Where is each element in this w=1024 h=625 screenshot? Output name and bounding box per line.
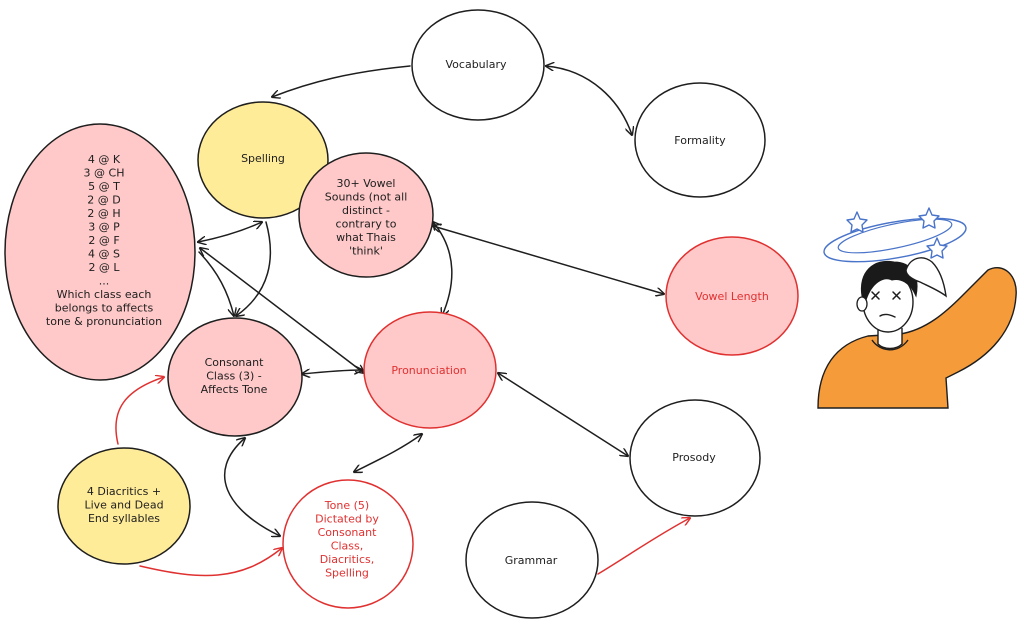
diacritics-line: End syllables bbox=[88, 512, 160, 525]
edge-vowels-pronunciation bbox=[433, 222, 453, 316]
ear bbox=[856, 296, 868, 312]
consonants-line: ... bbox=[99, 275, 110, 288]
tone-line: Consonant bbox=[318, 526, 378, 539]
node-diacritics bbox=[57, 447, 191, 565]
confused-person-icon bbox=[817, 207, 1017, 409]
star-icon bbox=[846, 211, 868, 233]
edge-spelling-class-a bbox=[236, 221, 272, 316]
consonants-line: 2 @ L bbox=[88, 261, 120, 274]
dizzy-orbit-outer bbox=[823, 217, 967, 263]
diacritics-line: 4 Diacritics + bbox=[87, 485, 161, 498]
edge-spelling-consonants bbox=[198, 222, 262, 242]
connectors bbox=[115, 65, 690, 577]
neck bbox=[877, 328, 903, 350]
node-consonants bbox=[4, 123, 196, 381]
node-tone bbox=[282, 479, 414, 609]
spelling-label: Spelling bbox=[241, 152, 285, 165]
edge-class-tone bbox=[224, 438, 280, 536]
node-vowel-length bbox=[665, 236, 799, 356]
consonants-line: tone & pronunciation bbox=[46, 315, 162, 328]
edge-consonants-pronunciation bbox=[200, 248, 364, 373]
consonants-line: 3 @ P bbox=[88, 221, 120, 234]
shirt bbox=[817, 267, 1017, 409]
node-grammar bbox=[465, 501, 599, 619]
vowels-line: 'think' bbox=[349, 245, 383, 258]
collar bbox=[871, 339, 909, 351]
hand bbox=[905, 257, 947, 298]
consonants-line: belongs to affects bbox=[55, 302, 154, 315]
hair bbox=[860, 260, 918, 301]
tone-line: Spelling bbox=[325, 567, 369, 580]
consonants-line: 2 @ H bbox=[87, 207, 120, 220]
vowel-length-label: Vowel Length bbox=[695, 290, 769, 303]
edge-vocabulary-spelling bbox=[272, 65, 411, 97]
tone-line: Diacritics, bbox=[320, 553, 375, 566]
edge-pronunciation-tone bbox=[354, 434, 422, 472]
edge-consonants-class bbox=[198, 251, 234, 316]
x-eye-left bbox=[871, 291, 880, 300]
consonants-line: 3 @ CH bbox=[84, 167, 125, 180]
consonants-line: 2 @ D bbox=[87, 194, 120, 207]
mouth bbox=[879, 313, 896, 318]
node-consonant-class bbox=[167, 317, 303, 437]
dizzy-orbit-inner bbox=[837, 218, 953, 254]
edge-diacritics-tone bbox=[139, 548, 282, 577]
formality-line: Formality bbox=[674, 134, 726, 147]
vowels-line: 30+ Vowel bbox=[337, 177, 396, 190]
node-prosody bbox=[629, 399, 761, 517]
x-eye-right bbox=[892, 291, 901, 300]
consonants-line: 4 @ K bbox=[88, 153, 121, 166]
consonants-line: 5 @ T bbox=[88, 180, 120, 193]
node-pronunciation bbox=[363, 311, 497, 429]
consonants-line: 2 @ F bbox=[88, 234, 119, 247]
node-spelling bbox=[197, 101, 329, 219]
prosody-label: Prosody bbox=[672, 451, 716, 464]
edge-grammar-prosody bbox=[597, 518, 690, 575]
grammar-line: Grammar bbox=[505, 554, 558, 567]
spelling-line: Spelling bbox=[241, 152, 285, 165]
consonants-line: 4 @ S bbox=[88, 248, 120, 261]
vocabulary-line: Vocabulary bbox=[446, 58, 507, 71]
tone-line: Class, bbox=[331, 540, 363, 553]
pronunciation-label: Pronunciation bbox=[391, 364, 466, 377]
diacritics-line: Live and Dead bbox=[84, 499, 163, 512]
edge-vowels-vowellength bbox=[433, 226, 664, 294]
edge-class-pronunciation bbox=[302, 370, 362, 374]
nodes bbox=[4, 9, 799, 619]
pronunciation-line: Pronunciation bbox=[391, 364, 466, 377]
node-vowels bbox=[298, 152, 434, 278]
vocabulary-label: Vocabulary bbox=[446, 58, 507, 71]
consonants-line: Which class each bbox=[57, 288, 152, 301]
prosody-line: Prosody bbox=[672, 451, 716, 464]
vowels-line: distinct - bbox=[342, 204, 390, 217]
node-vocabulary bbox=[411, 9, 545, 121]
vowels-line: Sounds (not all bbox=[325, 191, 408, 204]
star-icon bbox=[926, 237, 948, 259]
consonant-class-line: Affects Tone bbox=[201, 383, 268, 396]
star-icon bbox=[918, 207, 940, 229]
formality-label: Formality bbox=[674, 134, 726, 147]
vowels-line: what Thais bbox=[336, 231, 396, 244]
tone-line: Dictated by bbox=[315, 513, 379, 526]
grammar-label: Grammar bbox=[505, 554, 558, 567]
edge-diacritics-class bbox=[115, 377, 164, 445]
vowels-line: contrary to bbox=[336, 218, 397, 231]
consonant-class-line: Consonant bbox=[205, 356, 265, 369]
node-formality bbox=[634, 82, 766, 198]
edge-vocabulary-formality bbox=[546, 66, 632, 135]
tone-line: Tone (5) bbox=[324, 499, 369, 512]
vowel-length-line: Vowel Length bbox=[695, 290, 769, 303]
edge-pronunciation-prosody bbox=[498, 373, 628, 456]
consonant-class-line: Class (3) - bbox=[206, 370, 262, 383]
